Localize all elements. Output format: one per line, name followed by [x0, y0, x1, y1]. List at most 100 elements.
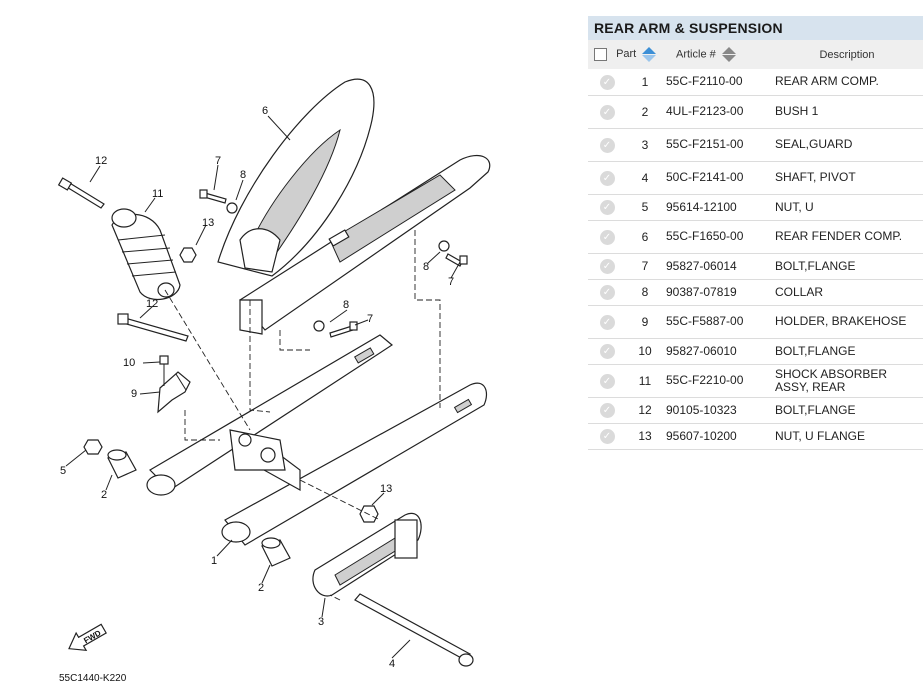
assembly-lines — [164, 230, 441, 601]
part-number-cell: 1 — [626, 69, 664, 96]
description-cell: REAR ARM COMP. — [771, 69, 923, 96]
row-select-cell[interactable]: ✓ — [588, 397, 626, 424]
article-number-cell[interactable]: 4UL-F2123-00 — [664, 95, 771, 129]
diagram-code: 55C1440-K220 — [59, 673, 127, 684]
article-number-cell[interactable]: 95614-12100 — [664, 194, 771, 221]
row-select-cell[interactable]: ✓ — [588, 128, 626, 162]
article-number-cell[interactable]: 55C-F2110-00 — [664, 69, 771, 96]
bolt-10 — [159, 355, 169, 386]
row-select-cell[interactable]: ✓ — [588, 364, 626, 398]
description-cell: REAR FENDER COMP. — [771, 220, 923, 254]
callout-12-lower: 12 — [146, 298, 158, 310]
callout-6: 6 — [262, 105, 268, 117]
callout-7-a: 7 — [215, 155, 221, 167]
part-number-cell: 8 — [626, 279, 664, 306]
bolt-12-upper — [57, 177, 105, 209]
rear-fender — [217, 78, 375, 277]
callout-7-c: 7 — [448, 276, 454, 288]
description-cell: SEAL,GUARD — [771, 128, 923, 162]
sort-part-icon[interactable] — [642, 47, 657, 62]
check-icon[interactable]: ✓ — [599, 259, 615, 274]
part-number-cell: 11 — [626, 364, 664, 398]
article-number-cell[interactable]: 95607-10200 — [664, 423, 771, 450]
check-icon[interactable]: ✓ — [599, 285, 615, 300]
check-icon[interactable]: ✓ — [599, 403, 615, 418]
row-select-cell[interactable]: ✓ — [588, 279, 626, 306]
panel-title: REAR ARM & SUSPENSION — [588, 16, 923, 40]
bolt-7-b — [329, 321, 358, 338]
description-cell: NUT, U — [771, 194, 923, 221]
chain-case — [239, 155, 491, 335]
check-icon[interactable]: ✓ — [599, 344, 615, 359]
fwd-arrow-icon: FWD — [68, 623, 107, 652]
bush-2-lower — [261, 537, 291, 567]
row-select-cell[interactable]: ✓ — [588, 161, 626, 195]
callout-8-c: 8 — [423, 261, 429, 273]
check-icon[interactable]: ✓ — [599, 170, 615, 186]
bush-2-upper — [107, 449, 137, 479]
article-number-cell[interactable]: 55C-F1650-00 — [664, 220, 771, 254]
check-icon[interactable]: ✓ — [599, 373, 615, 389]
part-number-cell: 2 — [626, 95, 664, 129]
check-icon[interactable]: ✓ — [599, 200, 615, 215]
row-select-cell[interactable]: ✓ — [588, 220, 626, 254]
part-number-cell: 7 — [626, 253, 664, 280]
article-number-cell[interactable]: 95827-06010 — [664, 338, 771, 365]
nut-13-upper — [179, 247, 197, 263]
callout-2-lower: 2 — [258, 582, 264, 594]
article-number-cell[interactable]: 90387-07819 — [664, 279, 771, 306]
pivot-shaft — [354, 593, 474, 667]
check-icon[interactable]: ✓ — [599, 74, 615, 90]
callout-1: 1 — [211, 555, 217, 567]
check-icon[interactable]: ✓ — [599, 229, 615, 245]
row-select-cell[interactable]: ✓ — [588, 69, 626, 96]
article-number-cell[interactable]: 55C-F2210-00 — [664, 364, 771, 398]
row-select-cell[interactable]: ✓ — [588, 194, 626, 221]
leader-lines — [65, 115, 461, 659]
article-number-cell[interactable]: 55C-F2151-00 — [664, 128, 771, 162]
select-all-checkbox[interactable] — [594, 48, 607, 61]
article-number-cell[interactable]: 90105-10323 — [664, 397, 771, 424]
check-icon[interactable]: ✓ — [599, 137, 615, 153]
article-number-cell[interactable]: 55C-F5887-00 — [664, 305, 771, 339]
check-icon[interactable]: ✓ — [599, 314, 615, 330]
row-select-cell[interactable]: ✓ — [588, 95, 626, 129]
check-icon[interactable]: ✓ — [599, 104, 615, 120]
check-icon[interactable]: ✓ — [599, 429, 615, 444]
article-number-cell[interactable]: 95827-06014 — [664, 253, 771, 280]
description-cell: BOLT,FLANGE — [771, 338, 923, 365]
part-column-header[interactable]: Part — [588, 40, 664, 69]
sort-article-icon[interactable] — [721, 47, 736, 62]
callout-13-lower: 13 — [380, 483, 392, 495]
article-column-header[interactable]: Article # — [664, 40, 771, 69]
part-number-cell: 3 — [626, 128, 664, 162]
part-number-cell: 5 — [626, 194, 664, 221]
description-cell: BOLT,FLANGE — [771, 397, 923, 424]
nut-5 — [83, 439, 103, 455]
description-header-label: Description — [819, 48, 875, 61]
callout-3: 3 — [318, 616, 324, 628]
description-cell: SHOCK ABSORBER ASSY, REAR — [771, 364, 923, 398]
row-select-cell[interactable]: ✓ — [588, 423, 626, 450]
part-header-label: Part — [616, 48, 637, 61]
article-number-cell[interactable]: 50C-F2141-00 — [664, 161, 771, 195]
description-column-header: Description — [771, 40, 923, 69]
row-select-cell[interactable]: ✓ — [588, 338, 626, 365]
row-select-cell[interactable]: ✓ — [588, 305, 626, 339]
part-number-cell: 6 — [626, 220, 664, 254]
row-select-cell[interactable]: ✓ — [588, 253, 626, 280]
